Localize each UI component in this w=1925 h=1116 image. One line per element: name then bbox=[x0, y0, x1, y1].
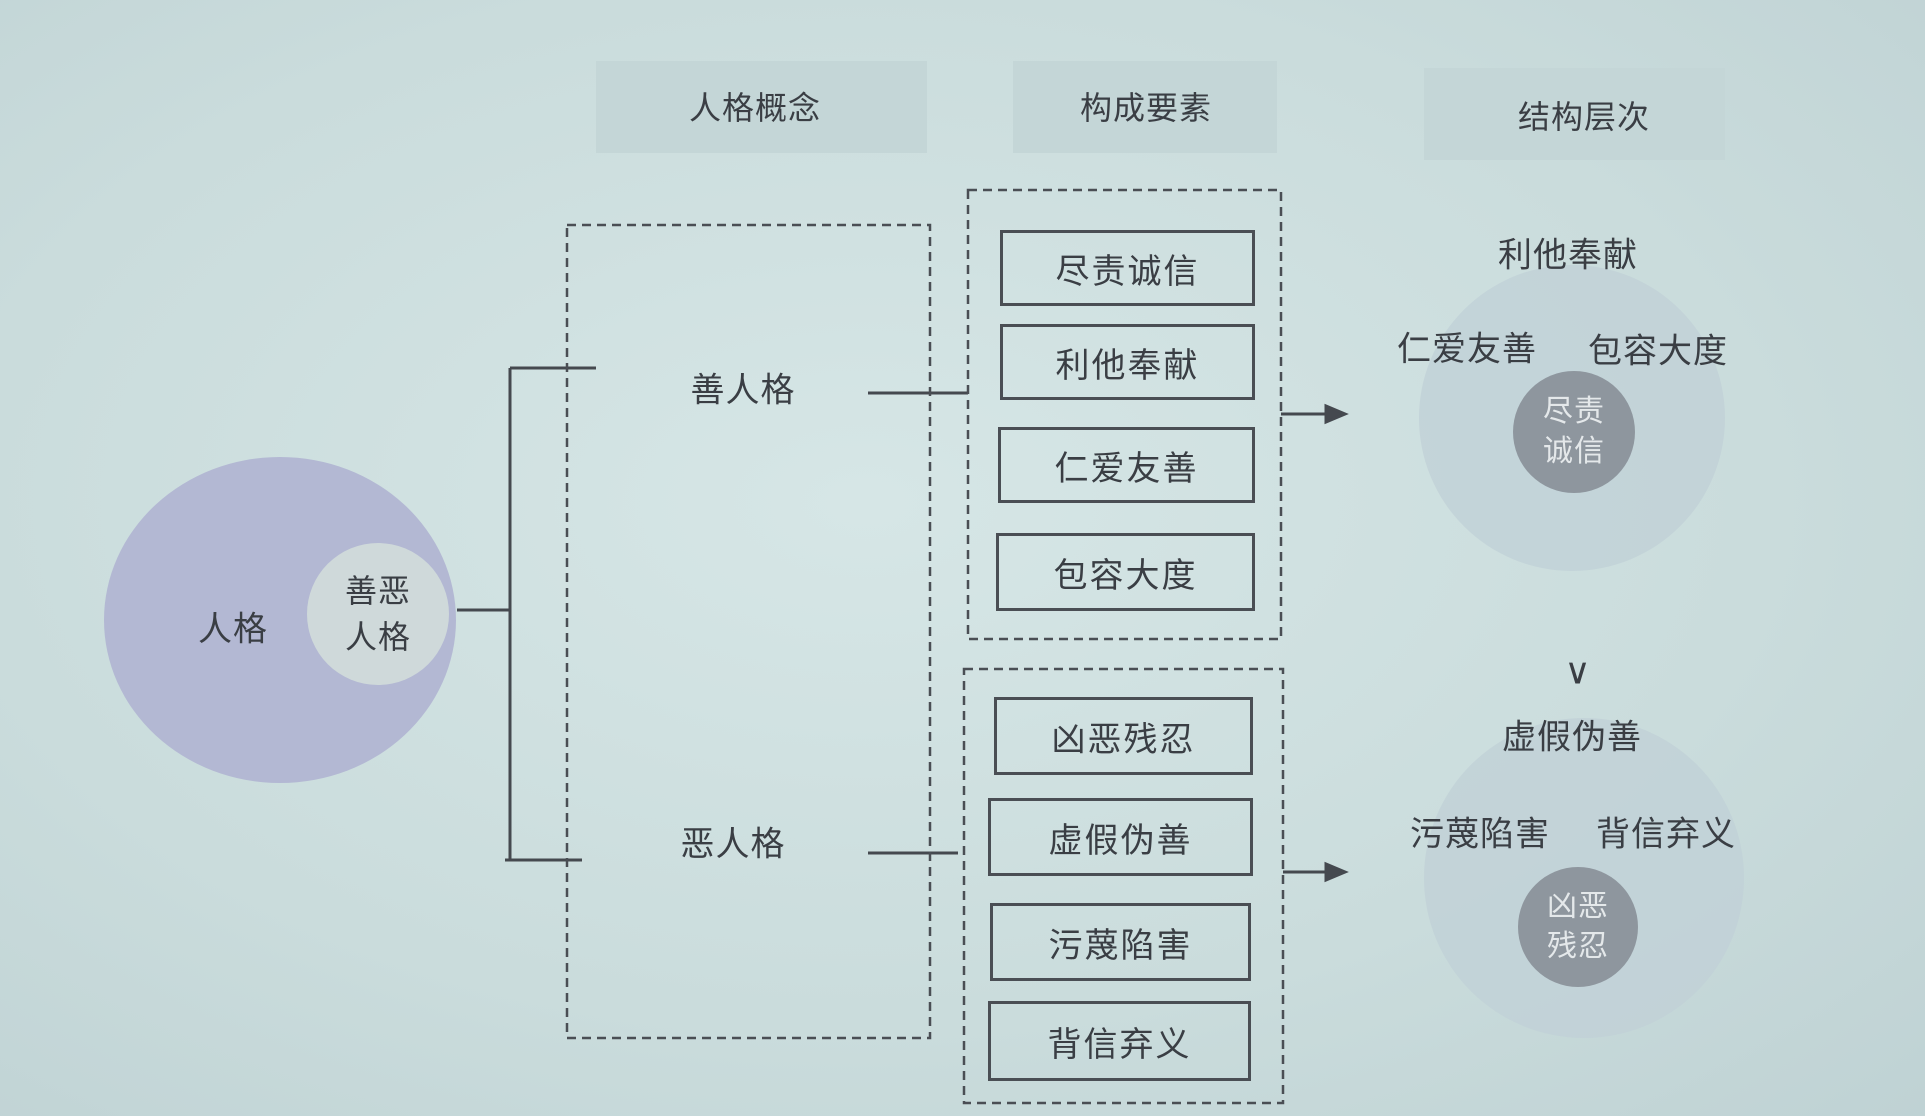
good-evil-circle bbox=[307, 543, 449, 685]
header-bg-elements bbox=[1013, 61, 1277, 153]
good-structure-right: 包容大度 bbox=[1588, 331, 1728, 372]
evil-element-box: 虚假伪善 bbox=[988, 798, 1253, 876]
evil-element-box: 凶恶残忍 bbox=[994, 697, 1253, 775]
good-element-box: 包容大度 bbox=[996, 533, 1255, 611]
dashed-groups bbox=[565, 188, 1285, 1105]
good-structure-top: 利他奉献 bbox=[1498, 235, 1638, 276]
header-concept: 人格概念 bbox=[688, 89, 822, 127]
evil-structure-left: 污蔑陷害 bbox=[1410, 814, 1550, 855]
header-bg-concept bbox=[596, 61, 927, 153]
evil-structure-right: 背信弃义 bbox=[1596, 814, 1736, 855]
good-structure-core: 尽责诚信 bbox=[1543, 394, 1605, 469]
evil-structure-core: 凶恶残忍 bbox=[1547, 889, 1609, 964]
header-elements: 构成要素 bbox=[1079, 89, 1213, 127]
good-structure-core-circle bbox=[1513, 371, 1635, 493]
evil-structure-core-circle bbox=[1518, 867, 1638, 987]
good-structure-left: 仁爱友善 bbox=[1397, 329, 1537, 370]
branch-good: 善人格 bbox=[690, 370, 796, 411]
bracket-lines bbox=[457, 366, 968, 862]
evil-element-box: 背信弃义 bbox=[988, 1001, 1251, 1081]
header-structure: 结构层次 bbox=[1517, 98, 1651, 136]
evil-structure-top: 虚假伪善 bbox=[1502, 717, 1642, 758]
good-element-box: 仁爱友善 bbox=[998, 427, 1255, 503]
good-element-box: 尽责诚信 bbox=[1000, 230, 1255, 306]
personality-circle bbox=[104, 457, 456, 783]
arrows bbox=[1281, 403, 1349, 883]
header-bg-structure bbox=[1424, 68, 1725, 160]
evil-element-box: 污蔑陷害 bbox=[990, 903, 1251, 981]
comparison-symbol: ∨ bbox=[1564, 651, 1592, 693]
branch-evil: 恶人格 bbox=[680, 824, 786, 865]
good-element-box: 利他奉献 bbox=[1000, 324, 1255, 400]
root-inner-label: 善恶人格 bbox=[344, 572, 411, 656]
root-label: 人格 bbox=[198, 609, 268, 650]
